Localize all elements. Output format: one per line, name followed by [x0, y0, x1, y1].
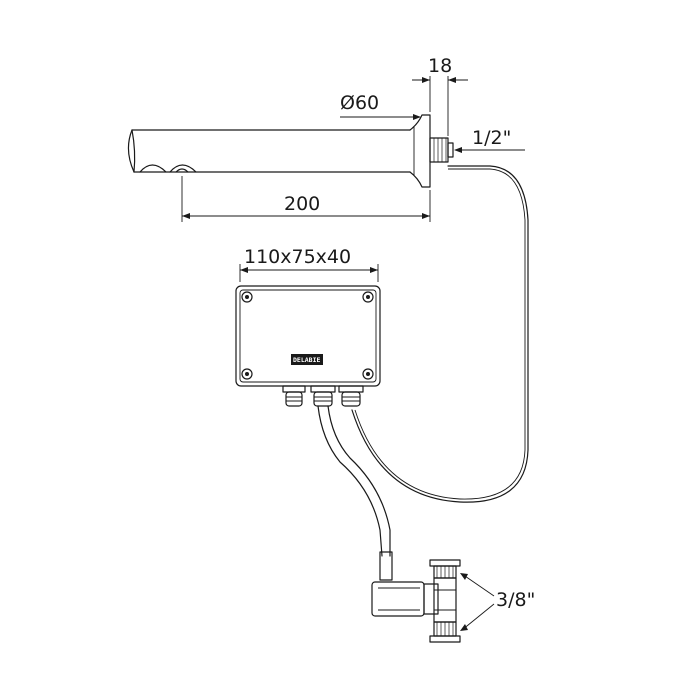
solenoid-valve [371, 559, 461, 643]
dim-box-size: 110x75x40 [239, 246, 379, 282]
dim-label-18: 18 [428, 55, 452, 77]
dim-label-thread: 1/2" [472, 127, 511, 149]
dim-spout-length: 200 [181, 176, 431, 222]
thread-connector [429, 137, 454, 163]
wall-flange [409, 114, 431, 188]
spout [127, 114, 454, 188]
box-screw [362, 291, 374, 303]
sensor-window [169, 164, 197, 173]
cable-gland-middle [310, 385, 336, 407]
box-screw [362, 368, 374, 380]
dim-diameter: Ø60 [340, 92, 421, 120]
cable-gland-right [338, 385, 364, 407]
dim-flange-thickness: 18 [412, 55, 468, 136]
dim-label-box: 110x75x40 [244, 246, 351, 268]
dim-thread: 1/2" [454, 127, 525, 153]
brand-badge: DELABIE [291, 354, 323, 365]
valve-cable-sleeve [379, 551, 393, 581]
dim-label-200: 200 [284, 193, 320, 215]
valve-cable [317, 405, 383, 557]
box-screw [241, 368, 253, 380]
brand-badge-label: DELABIE [293, 356, 320, 364]
aerator-outlet [139, 164, 167, 173]
dim-label-diameter: Ø60 [340, 92, 379, 114]
dim-label-valve-thread: 3/8" [496, 589, 535, 611]
control-box: DELABIE [235, 285, 381, 387]
dim-valve-thread: 3/8" [460, 573, 535, 631]
box-screw [241, 291, 253, 303]
sensor-cable [351, 165, 529, 503]
cable-gland-left [282, 385, 306, 407]
